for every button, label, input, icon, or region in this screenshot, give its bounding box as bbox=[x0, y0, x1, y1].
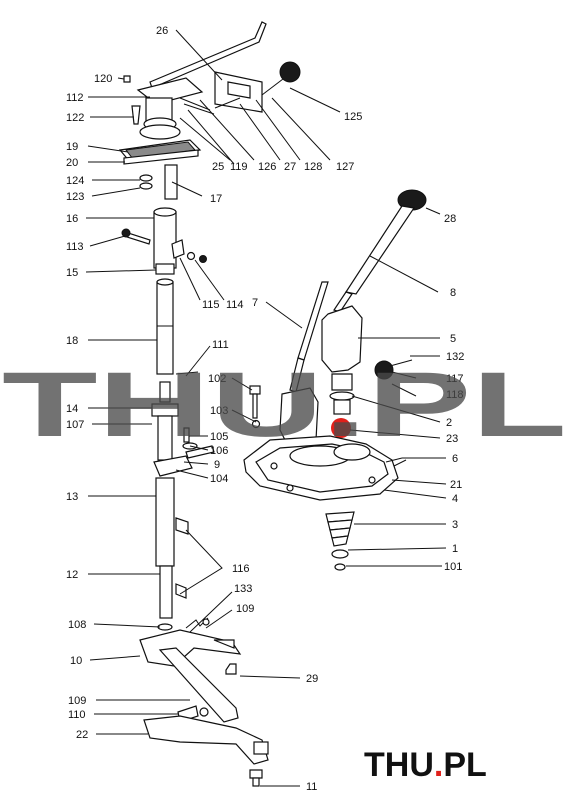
label-3: 3 bbox=[452, 519, 458, 531]
label-2: 2 bbox=[446, 417, 452, 429]
label-29: 29 bbox=[306, 673, 318, 685]
corner-logo: THU.PL bbox=[364, 746, 487, 784]
label-122: 122 bbox=[66, 112, 84, 124]
label-106: 106 bbox=[210, 445, 228, 457]
label-21: 21 bbox=[450, 479, 462, 491]
highlight-dot bbox=[331, 418, 351, 438]
lever-10 bbox=[139, 629, 242, 667]
label-20: 20 bbox=[66, 157, 78, 169]
label-107: 107 bbox=[66, 419, 84, 431]
label-16: 16 bbox=[66, 213, 78, 225]
corner-logo-left: THU.PL bbox=[364, 746, 487, 784]
label-10: 10 bbox=[70, 655, 82, 667]
label-133: 133 bbox=[234, 583, 252, 595]
label-110: 110 bbox=[68, 709, 86, 721]
tube-13 bbox=[155, 477, 175, 567]
label-108: 108 bbox=[68, 619, 86, 631]
label-127: 127 bbox=[336, 161, 354, 173]
label-111: 111 bbox=[212, 339, 229, 351]
label-125: 125 bbox=[344, 111, 362, 123]
label-104: 104 bbox=[210, 473, 228, 485]
label-124: 124 bbox=[66, 175, 84, 187]
rod-12 bbox=[159, 565, 173, 619]
lever-8 bbox=[345, 205, 416, 295]
label-132: 132 bbox=[446, 351, 464, 363]
label-1: 1 bbox=[452, 543, 458, 555]
knob-125 bbox=[279, 61, 301, 83]
label-114: 114 bbox=[226, 299, 244, 311]
label-126: 126 bbox=[258, 161, 276, 173]
label-25: 25 bbox=[212, 161, 224, 173]
label-116: 116 bbox=[232, 563, 250, 575]
label-28: 28 bbox=[444, 213, 456, 225]
screw-122 bbox=[131, 105, 141, 125]
clamp-9 bbox=[153, 455, 193, 477]
label-17: 17 bbox=[210, 193, 222, 205]
label-12: 12 bbox=[66, 569, 78, 581]
label-7: 7 bbox=[252, 297, 258, 309]
label-119: 119 bbox=[230, 161, 248, 173]
label-109b: 109 bbox=[236, 603, 254, 615]
part-number-labels: 26 120 112 122 19 20 124 123 16 113 15 1… bbox=[66, 25, 464, 793]
boot-5 bbox=[321, 305, 363, 373]
label-6: 6 bbox=[452, 453, 458, 465]
label-117: 117 bbox=[446, 373, 464, 385]
label-11: 11 bbox=[306, 781, 317, 793]
label-14: 14 bbox=[66, 403, 78, 415]
label-118: 118 bbox=[446, 389, 464, 401]
label-123: 123 bbox=[66, 191, 84, 203]
label-15: 15 bbox=[66, 267, 78, 279]
label-8: 8 bbox=[450, 287, 456, 299]
label-9: 9 bbox=[214, 459, 220, 471]
label-5: 5 bbox=[450, 333, 456, 345]
label-113: 113 bbox=[66, 241, 84, 253]
label-22: 22 bbox=[76, 729, 88, 741]
tube-16 bbox=[153, 211, 177, 269]
label-105: 105 bbox=[210, 431, 228, 443]
label-128: 128 bbox=[304, 161, 322, 173]
label-4: 4 bbox=[452, 493, 458, 505]
lever-arm bbox=[158, 647, 239, 723]
watermark-text: THU.PL bbox=[2, 354, 567, 456]
label-27: 27 bbox=[284, 161, 296, 173]
label-26: 26 bbox=[156, 25, 168, 37]
label-120: 120 bbox=[94, 73, 112, 85]
left-shift-column-assembly bbox=[118, 21, 301, 787]
label-18: 18 bbox=[66, 335, 78, 347]
label-23: 23 bbox=[446, 433, 458, 445]
label-103: 103 bbox=[210, 405, 228, 417]
right-shift-lever-assembly bbox=[243, 189, 427, 571]
label-109a: 109 bbox=[68, 695, 86, 707]
lever-22 bbox=[143, 715, 269, 765]
label-101: 101 bbox=[444, 561, 462, 573]
label-102: 102 bbox=[208, 373, 226, 385]
ball-117 bbox=[374, 360, 394, 380]
label-115: 115 bbox=[202, 299, 220, 311]
label-112: 112 bbox=[66, 92, 84, 104]
leader-lines bbox=[85, 29, 447, 787]
label-19: 19 bbox=[66, 141, 78, 153]
label-13: 13 bbox=[66, 491, 78, 503]
